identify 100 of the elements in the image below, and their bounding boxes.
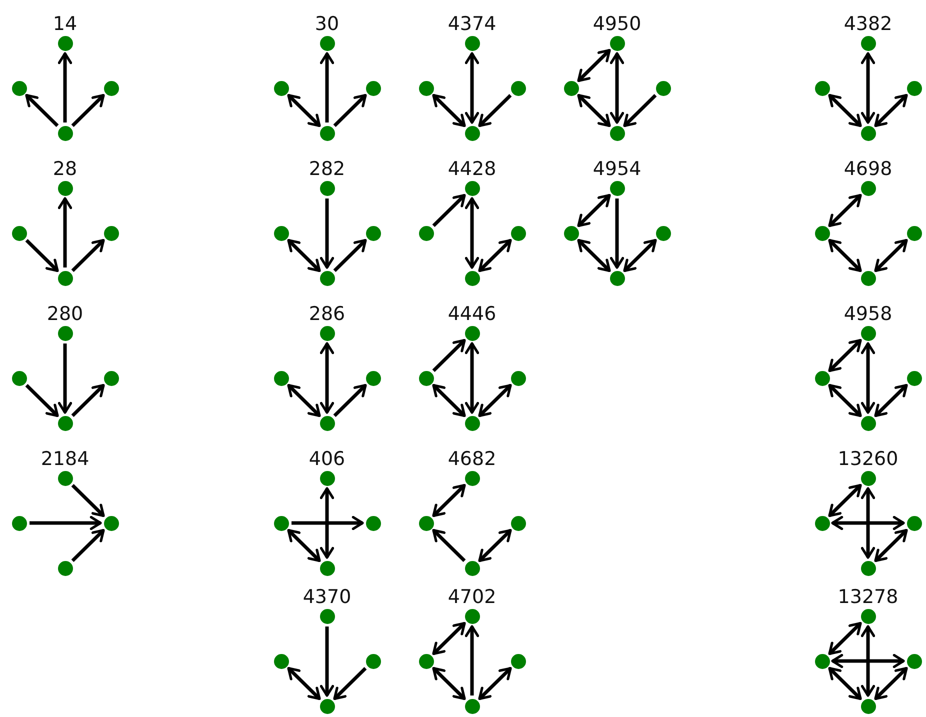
graph-node (58, 126, 72, 140)
graph-node (906, 80, 922, 96)
graph-node (418, 370, 434, 386)
arrow (828, 94, 862, 127)
graph-node (510, 80, 526, 96)
graph-node (464, 698, 480, 714)
arrow (287, 94, 321, 127)
arrow (25, 94, 59, 127)
arrow (478, 667, 512, 700)
graph-node (320, 416, 334, 430)
graph-node (12, 370, 26, 386)
arrow (623, 239, 657, 272)
graph-node (366, 654, 380, 668)
graph-node (464, 560, 480, 576)
motif-id-label: 4682 (448, 448, 496, 470)
graph-node (906, 654, 922, 668)
arrow (58, 344, 72, 414)
graph-node (58, 180, 72, 196)
arrow (25, 239, 59, 272)
arrow (874, 667, 908, 700)
graph-node (464, 326, 480, 340)
motif-id-label: 4698 (844, 158, 892, 180)
arrow (287, 529, 321, 562)
arrow (333, 667, 367, 700)
arrow (623, 94, 657, 127)
arrow (287, 667, 321, 700)
graph-node (906, 226, 922, 240)
graph-node (104, 370, 118, 386)
arrow (577, 194, 611, 227)
arrow (320, 342, 334, 414)
arrow (71, 239, 105, 272)
graph-node (366, 80, 380, 96)
motif-id-label: 28 (52, 158, 78, 180)
arrow (577, 239, 611, 272)
arrow (320, 52, 334, 122)
graph-node (104, 226, 118, 240)
arrow (287, 239, 321, 272)
arrow (860, 342, 876, 414)
arrow (478, 239, 512, 272)
graph-node (464, 180, 480, 196)
motif-id-label: 4950 (592, 13, 642, 35)
arrow (333, 384, 367, 417)
arrow (831, 654, 905, 668)
graph-node (814, 654, 830, 668)
graph-node (58, 270, 72, 286)
graph-node (564, 226, 578, 240)
graph-node (564, 80, 578, 96)
motif-id-label: 282 (308, 158, 346, 180)
arrow (831, 516, 905, 530)
arrow (464, 342, 480, 414)
graph-node (320, 608, 334, 624)
graph-node (814, 80, 830, 96)
motif-id-label: 4428 (448, 158, 496, 180)
arrow (860, 487, 876, 559)
motif-id-label: 2184 (40, 448, 90, 470)
graph-node (610, 180, 624, 196)
graph-node (320, 326, 334, 340)
motif-id-label: 280 (46, 303, 84, 325)
arrow (320, 198, 334, 269)
graph-node (58, 416, 72, 430)
arrow (292, 516, 364, 530)
graph-node (12, 80, 26, 96)
graph-node (510, 370, 526, 386)
arrow (874, 384, 908, 417)
arrow (464, 52, 480, 124)
arrow (58, 197, 72, 268)
arrow (432, 384, 466, 417)
graph-node (860, 270, 876, 286)
graph-node (320, 180, 334, 196)
graph-node (320, 698, 334, 714)
graph-node (906, 516, 922, 530)
graph-node (274, 370, 288, 386)
arrow (577, 49, 611, 82)
graph-node (510, 226, 526, 240)
graph-node (464, 608, 480, 624)
graph-node (104, 516, 118, 530)
graph-node (860, 326, 876, 340)
arrow (577, 94, 611, 127)
arrow (828, 239, 862, 272)
arrow (828, 622, 862, 655)
graph-node (464, 36, 480, 50)
graph-node (58, 560, 72, 576)
arrow (71, 384, 105, 417)
arrow (610, 198, 624, 269)
arrow (432, 339, 466, 372)
graph-node (814, 370, 830, 386)
arrow (432, 194, 466, 227)
graph-node (860, 36, 876, 50)
arrow (432, 667, 466, 700)
graph-node (656, 226, 670, 240)
graph-node (860, 416, 876, 430)
graph-node (366, 370, 380, 386)
arrow (432, 622, 466, 655)
graph-node (58, 470, 72, 486)
graph-node (464, 270, 480, 286)
arrow (874, 529, 908, 562)
arrow (828, 484, 862, 517)
graph-node (464, 126, 480, 140)
arrow (333, 239, 367, 272)
arrow (478, 529, 512, 562)
